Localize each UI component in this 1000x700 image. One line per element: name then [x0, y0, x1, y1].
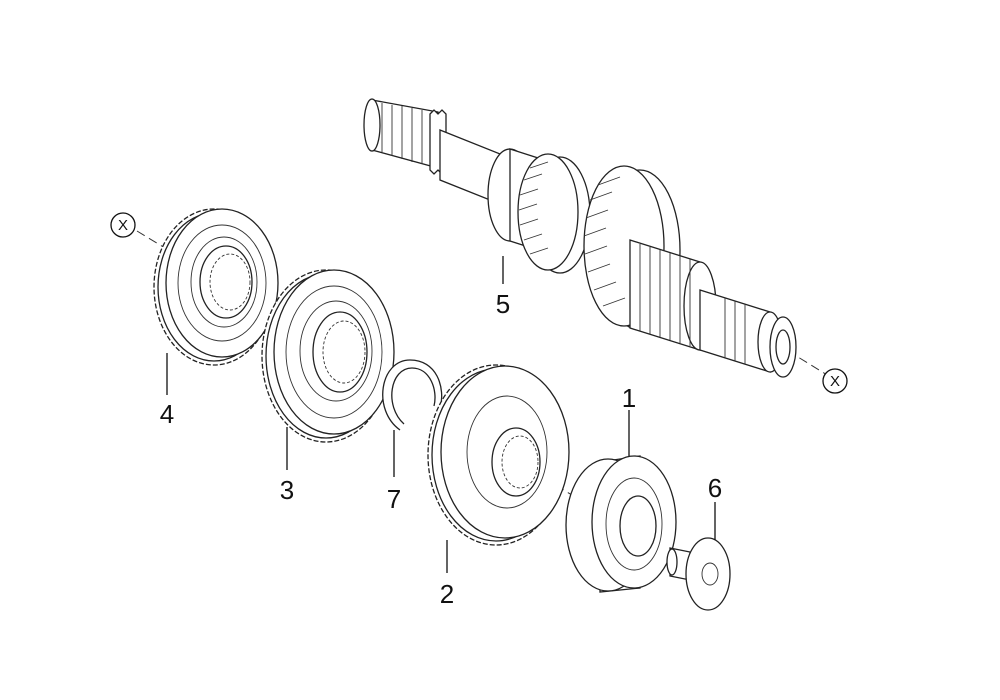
- label-part-1: 1: [622, 383, 636, 413]
- gear-part-2: [427, 364, 570, 546]
- gear-part-3: [261, 269, 395, 443]
- snap-ring-part-7: [382, 359, 443, 431]
- part-number-labels: 1 2 3 4 5 6 7: [160, 289, 722, 609]
- label-part-7: 7: [387, 484, 401, 514]
- main-shaft-part-5: [363, 98, 797, 378]
- label-part-2: 2: [440, 579, 454, 609]
- label-part-4: 4: [160, 399, 174, 429]
- ref-marker-right: X: [822, 368, 848, 394]
- screw-part-6: [666, 537, 731, 611]
- bearing-part-1: [565, 455, 677, 593]
- label-part-5: 5: [496, 289, 510, 319]
- ref-marker-left: X: [110, 212, 136, 238]
- ref-marker-left-label: X: [118, 217, 128, 234]
- label-part-3: 3: [280, 475, 294, 505]
- ref-marker-right-label: X: [830, 373, 840, 390]
- gear-part-4: [153, 208, 279, 366]
- leader-lines: [166, 256, 716, 573]
- label-part-6: 6: [708, 473, 722, 503]
